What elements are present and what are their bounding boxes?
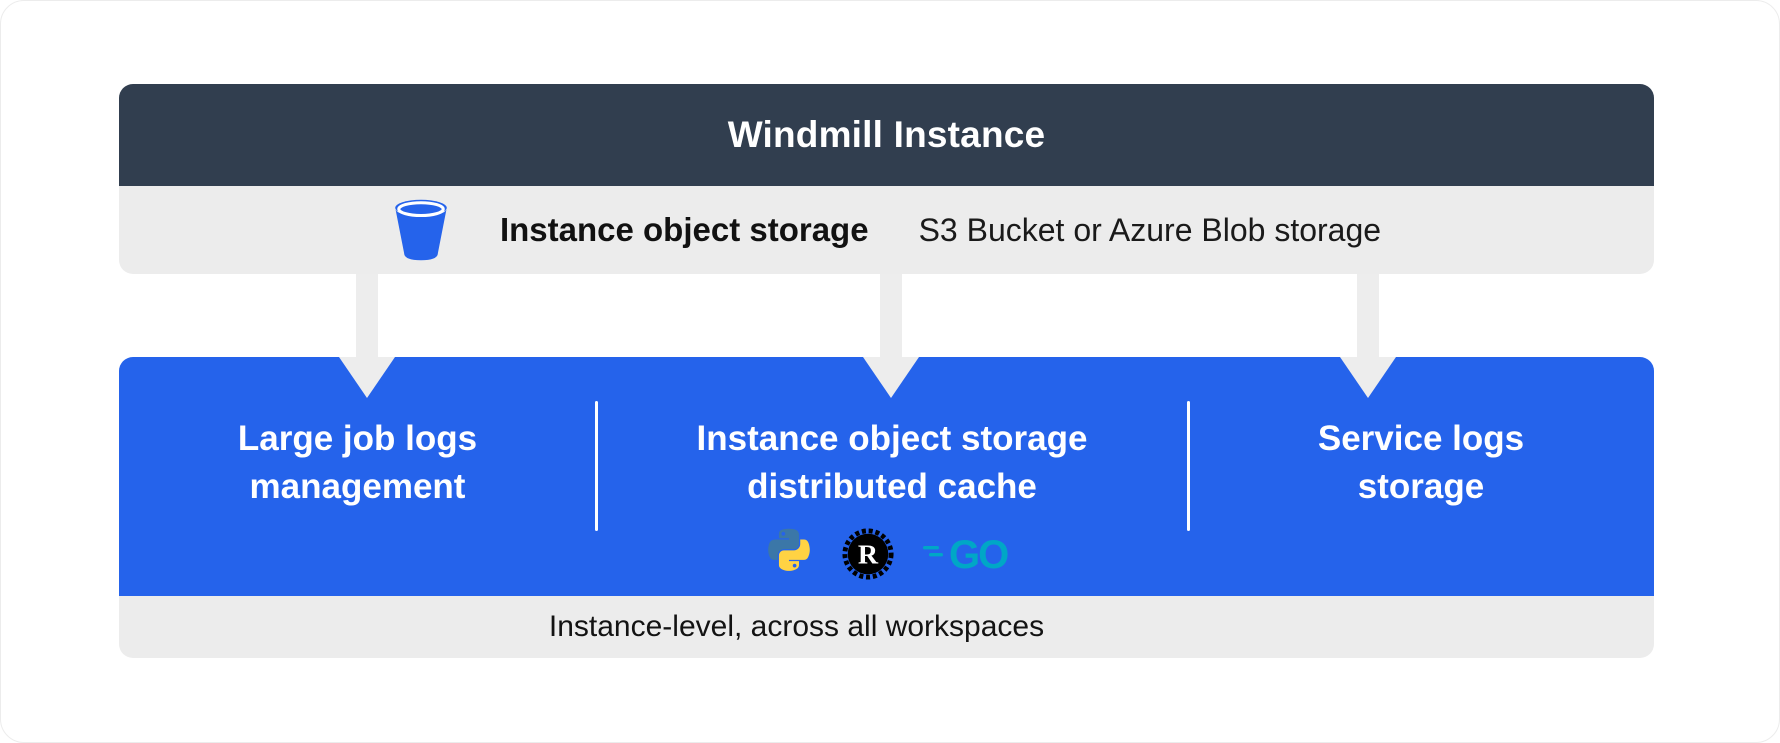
section-title-line: Instance object storage (696, 419, 1088, 458)
svg-text:R: R (858, 540, 879, 571)
section-service-logs: Service logs storage (1188, 415, 1654, 511)
storage-bar-subtitle: S3 Bucket or Azure Blob storage (918, 211, 1382, 248)
section-large-job-logs: Large job logs management (119, 415, 596, 511)
go-icon: GO (923, 533, 1010, 576)
svg-text:GO: GO (949, 533, 1008, 576)
section-distributed-cache: Instance object storage distributed cach… (596, 415, 1188, 583)
python-icon (768, 528, 810, 571)
bucket-icon (395, 199, 447, 261)
instance-object-storage-bar: Instance object storage S3 Bucket or Azu… (119, 186, 1654, 274)
section-title-line: management (249, 467, 466, 506)
section-title-line: distributed cache (747, 467, 1037, 506)
section-title-line: Large job logs (237, 419, 478, 458)
section-title-line: Service logs (1317, 419, 1525, 458)
rust-icon: R (842, 528, 894, 580)
section-title-line: storage (1357, 467, 1485, 506)
flow-arrow-middle (863, 274, 919, 398)
flow-arrow-right (1340, 274, 1396, 398)
section-divider-2 (1187, 401, 1190, 531)
footer-bar: Instance-level, across all workspaces (119, 596, 1654, 658)
windmill-instance-header: Windmill Instance (119, 84, 1654, 186)
section-divider-1 (595, 401, 598, 531)
page-title: Windmill Instance (727, 114, 1046, 155)
flow-arrow-left (339, 274, 395, 398)
footer-label: Instance-level, across all workspaces (548, 610, 1045, 643)
language-icons-row: R GO (596, 525, 1188, 583)
storage-bar-title: Instance object storage (499, 211, 869, 248)
